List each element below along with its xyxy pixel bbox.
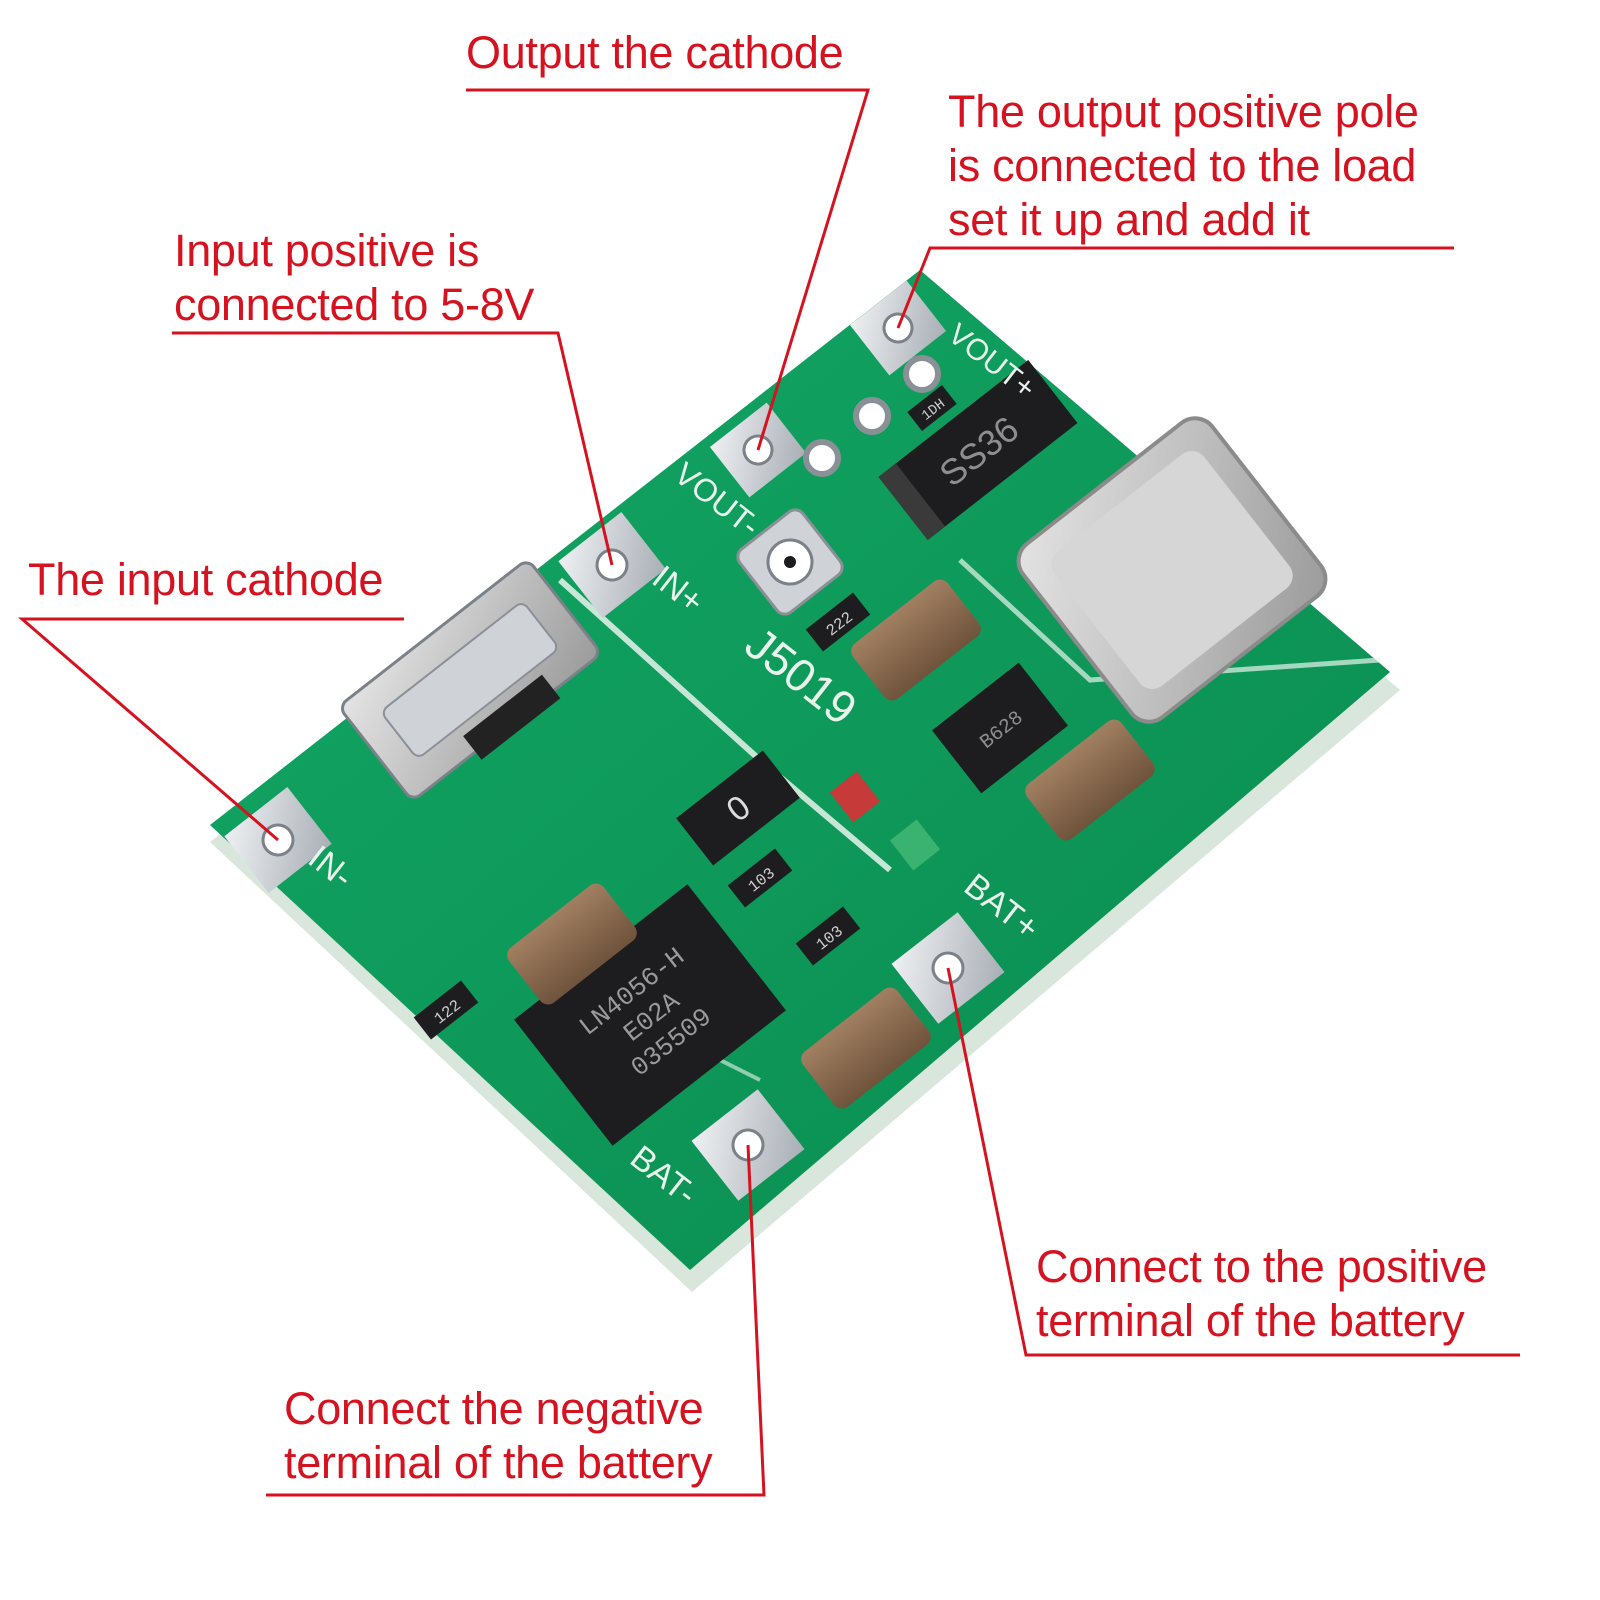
capacitor <box>1025 719 1155 841</box>
via-hole <box>853 397 891 435</box>
capacitor <box>507 883 637 1005</box>
micro-usb-connector <box>341 561 599 799</box>
capacitor <box>801 987 931 1109</box>
leader-battery-positive <box>946 967 1520 1357</box>
callout-input-positive: Input positive is connected to 5-8V <box>174 224 534 332</box>
callout-output-positive-line: set it up and add it <box>948 194 1310 245</box>
pcb-board: SS36 LN4056-H E02A 035509 B628 222 103 <box>210 270 1400 1292</box>
led-green <box>889 819 941 871</box>
leader-input-positive <box>172 331 614 566</box>
fuse: 0 <box>676 750 800 866</box>
callout-battery-positive-line: Connect to the positive <box>1036 1241 1487 1292</box>
callout-battery-negative-line: terminal of the battery <box>284 1437 713 1488</box>
callout-input-positive-line: connected to 5-8V <box>174 279 535 330</box>
callout-output-positive: The output positive pole is connected to… <box>948 85 1419 247</box>
leader-lines <box>17 88 1520 1497</box>
leader-battery-negative <box>266 1144 766 1497</box>
callout-output-cathode: Output the cathode <box>466 26 844 80</box>
via-hole <box>903 355 941 393</box>
callout-output-positive-line: The output positive pole <box>948 86 1419 137</box>
leader-output-positive <box>896 246 1454 329</box>
via-hole <box>803 439 841 477</box>
led-red <box>829 771 881 823</box>
resistor: 222 <box>805 592 871 652</box>
silk-divider <box>958 558 1381 683</box>
callout-input-cathode-line: The input cathode <box>28 554 384 605</box>
boost-ic: B628 <box>932 662 1068 794</box>
potentiometer <box>736 508 844 616</box>
leader-input-cathode <box>17 617 404 842</box>
leader-output-cathode <box>466 88 871 451</box>
capacitor <box>851 579 981 701</box>
callout-battery-positive: Connect to the positive terminal of the … <box>1036 1240 1487 1348</box>
callout-output-positive-line: is connected to the load <box>948 140 1417 191</box>
resistor: 122 <box>413 980 479 1040</box>
callout-input-positive-line: Input positive is <box>174 225 480 276</box>
inductor <box>1016 416 1328 724</box>
charger-ic: LN4056-H E02A 035509 <box>514 884 786 1146</box>
callout-output-cathode-line: Output the cathode <box>466 27 844 78</box>
callout-input-cathode: The input cathode <box>28 553 383 607</box>
callout-battery-negative: Connect the negative terminal of the bat… <box>284 1382 713 1490</box>
callout-battery-positive-line: terminal of the battery <box>1036 1295 1465 1346</box>
callout-battery-negative-line: Connect the negative <box>284 1383 704 1434</box>
